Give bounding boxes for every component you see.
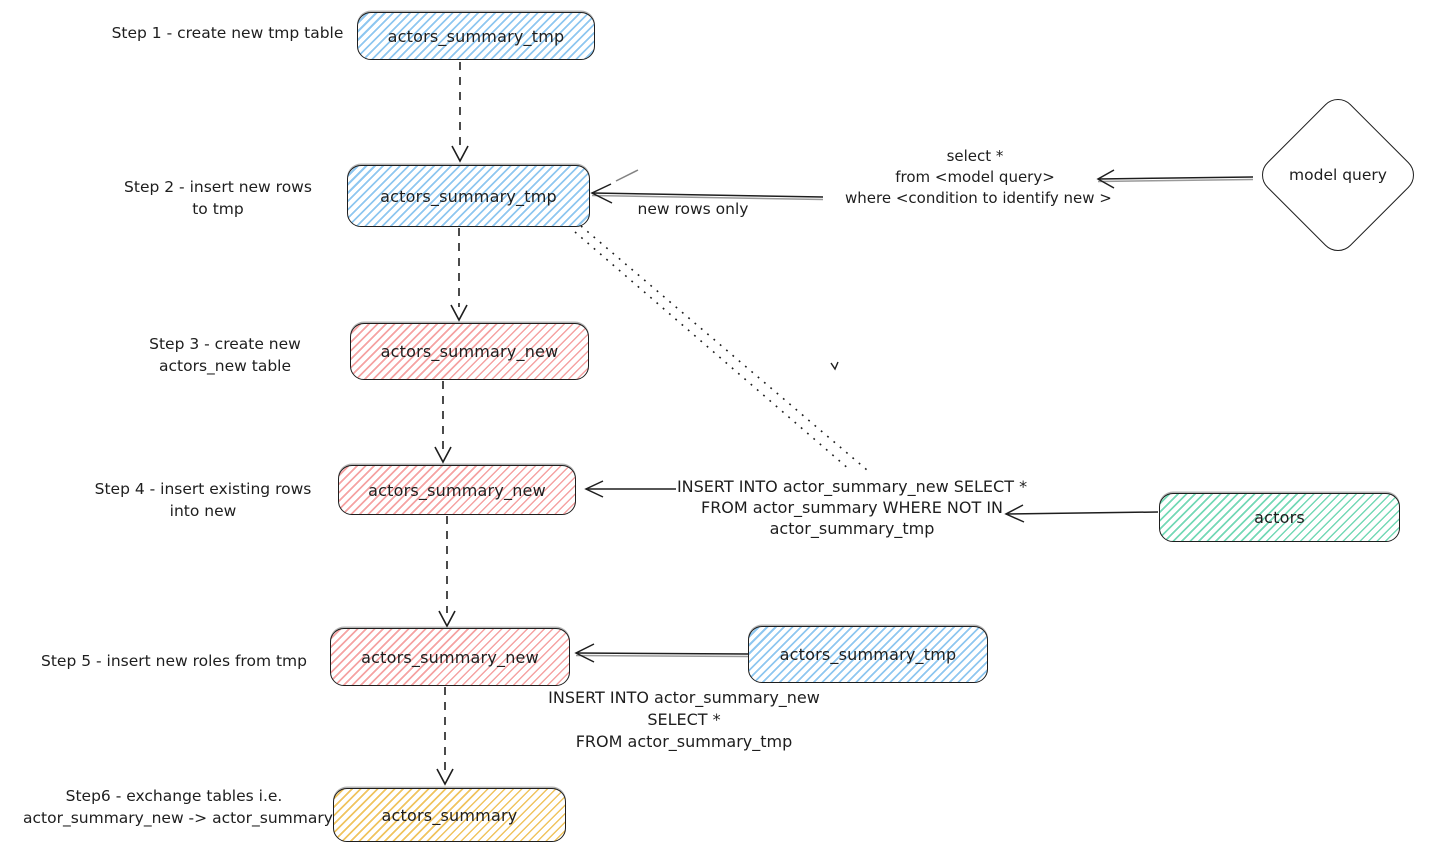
step5-label: Step 5 - insert new roles from tmp [41,652,307,670]
step2-label: Step 2 - insert new rows to tmp [124,178,312,218]
arrow-step4-to-step5 [438,516,456,628]
arrow-tmp-source-to-step5 [574,643,749,663]
step6-node[interactable]: actors_summary [333,788,566,842]
step3-label: Step 3 - create new actors_new table [149,335,301,375]
step2-node[interactable]: actors_summary_tmp [347,165,590,227]
model-query-label: model query [1289,166,1387,184]
stray-mark [830,361,839,371]
insert-existing-sql-text: INSERT INTO actor_summary_new SELECT * F… [676,477,1028,538]
tmp-source-node[interactable]: actors_summary_tmp [748,626,988,683]
new-rows-only-label: new rows only [637,200,749,218]
step3-node[interactable]: actors_summary_new [350,323,589,380]
step6-label: Step6 - exchange tables i.e. actor_summa… [23,787,333,827]
step4-node[interactable]: actors_summary_new [338,465,576,515]
step4-label: Step 4 - insert existing rows into new [94,480,312,520]
dotted-link-step2-to-insert-sql [574,225,868,471]
arrow-step3-to-step4 [434,381,452,464]
arrow-step1-to-step2 [451,62,469,163]
step1-node[interactable]: actors_summary_tmp [357,12,595,60]
arrow-model-query-to-select-sql [1096,169,1254,189]
insert-tmp-sql-text: INSERT INTO actor_summary_new SELECT * F… [548,688,820,751]
arrow-insert-sql-to-step4 [584,480,676,498]
actors-source-node[interactable]: actors [1159,493,1400,542]
step5-node[interactable]: actors_summary_new [330,628,570,686]
model-query-sql-text: select * from <model query> where <condi… [845,147,1112,207]
step1-label: Step 1 - create new tmp table [111,24,344,42]
arrow-step2-to-step3 [450,228,468,322]
arrow-select-sql-to-step2 [590,169,824,204]
arrow-actors-to-insert-sql [1004,504,1159,523]
arrow-step5-to-step6 [436,687,454,786]
